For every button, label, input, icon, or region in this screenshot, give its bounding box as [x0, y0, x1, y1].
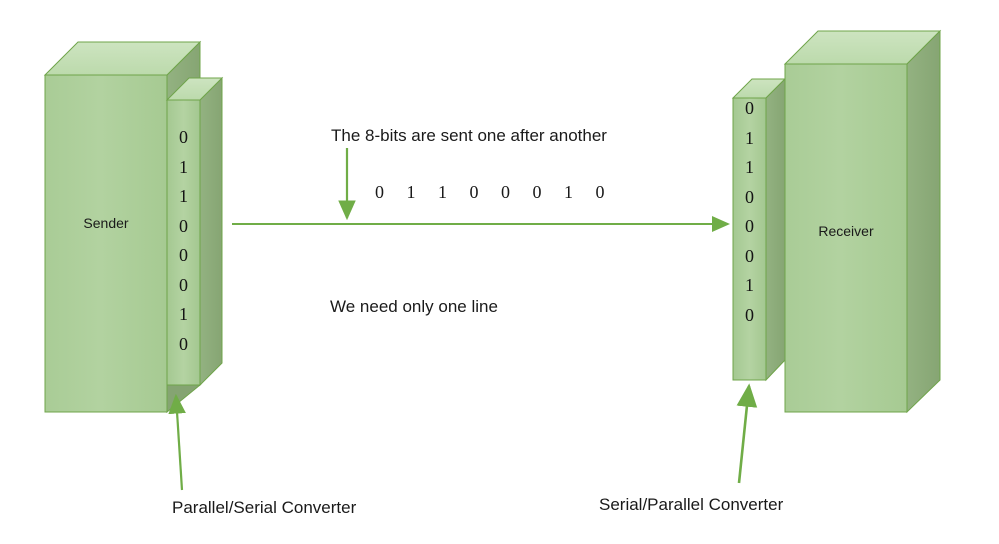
- sender-bit-2: 1: [179, 186, 188, 206]
- sender-bit-0: 0: [179, 127, 188, 147]
- sender-bar-front-face: [166, 99, 201, 386]
- receiver-bit-4: 0: [745, 216, 754, 236]
- receiver-bit-5: 0: [745, 245, 754, 266]
- receiver-bit-3: 0: [745, 186, 754, 207]
- sender-box-front-face: [44, 74, 168, 413]
- receiver-converter-bar: [731, 77, 787, 382]
- receiver-bit-1: 1: [745, 127, 754, 148]
- receiver-bit-column: 0 1 1 0 0 0 1 0: [733, 94, 766, 330]
- sender-converter-bar: [165, 76, 224, 414]
- receiver-bar-front-face: [732, 97, 767, 381]
- receiver-converter-arrow: [736, 383, 758, 484]
- receiver-box-label: Receiver: [818, 223, 874, 239]
- sender-bit-7: 0: [179, 333, 188, 354]
- one-line-note-text: We need only one line: [330, 297, 498, 316]
- bits-note-text: The 8-bits are sent one after another: [331, 126, 607, 145]
- sender-bit-4: 0: [179, 245, 188, 265]
- sender-bit-column: 0 1 1 0 0 0 1 0: [167, 123, 200, 359]
- receiver-bit-6: 1: [745, 275, 754, 295]
- sender-converter-label: Parallel/Serial Converter: [172, 498, 357, 517]
- sender-bit-3: 0: [179, 215, 188, 236]
- receiver-box: [783, 29, 942, 414]
- sender-bit-6: 1: [179, 304, 188, 324]
- receiver-bit-2: 1: [745, 157, 754, 177]
- bitstream-text: 0 1 1 0 0 0 1 0: [375, 182, 614, 202]
- receiver-bit-0: 0: [745, 98, 754, 118]
- sender-bit-5: 0: [179, 274, 188, 295]
- sender-box-label: Sender: [83, 215, 129, 231]
- sender-bit-1: 1: [179, 156, 188, 177]
- receiver-converter-label: Serial/Parallel Converter: [599, 495, 784, 514]
- receiver-box-front-face: [784, 63, 908, 413]
- receiver-bit-7: 0: [745, 304, 754, 325]
- sender-converter-arrow: [168, 393, 186, 491]
